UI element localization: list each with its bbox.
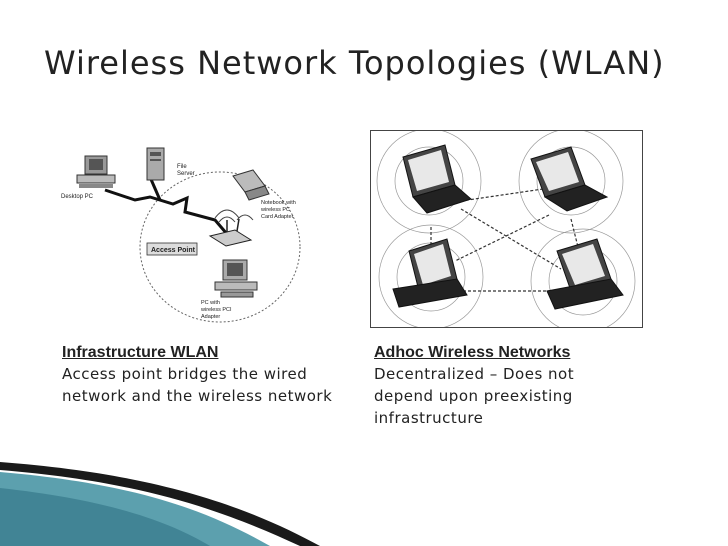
infrastructure-description: Access point bridges the wired network a… <box>62 365 333 405</box>
desktop-pc-icon <box>76 155 116 188</box>
wired-backbone <box>104 188 229 235</box>
adhoc-caption: Adhoc Wireless Networks Decentralized – … <box>374 344 614 429</box>
infrastructure-diagram-svg: Desktop PC File Server Notebook with wir… <box>61 147 301 323</box>
notebook-label-1: Notebook with <box>261 200 296 206</box>
infrastructure-wlan-diagram: Desktop PC File Server Notebook with wir… <box>55 142 305 327</box>
wireless-pc-label-1: PC with <box>201 300 220 306</box>
infrastructure-heading: Infrastructure WLAN <box>62 344 219 361</box>
laptop-icon-top-right <box>530 146 609 212</box>
wireless-pc-label-3: Adapter <box>201 314 220 320</box>
footer-teal-shade <box>0 488 210 546</box>
coverage-area <box>139 171 301 323</box>
adhoc-diagram-svg <box>376 128 636 334</box>
infrastructure-caption: Infrastructure WLAN Access point bridges… <box>62 344 352 407</box>
adhoc-description: Decentralized – Does not depend upon pre… <box>374 365 575 427</box>
laptop-icon-bottom-right <box>546 238 624 310</box>
slide-title: Wireless Network Topologies (WLAN) <box>44 44 665 82</box>
wireless-pc-icon <box>214 259 258 298</box>
adhoc-heading: Adhoc Wireless Networks <box>374 344 571 361</box>
wireless-pc-label-2: wireless PCI <box>200 307 232 313</box>
notebook-icon <box>232 169 270 201</box>
laptop-icon-bottom-left <box>392 238 468 308</box>
access-point-label-box <box>146 242 198 256</box>
footer-swoosh-decoration <box>0 460 360 546</box>
access-point-label: Access Point <box>151 247 196 254</box>
file-server-label-1: File <box>177 164 187 170</box>
access-point-icon <box>208 209 254 247</box>
laptop-icon-top-left <box>402 144 472 214</box>
adhoc-network-diagram <box>370 128 643 334</box>
server-link <box>148 176 162 201</box>
notebook-label-3: Card Adapter <box>261 214 294 220</box>
notebook-label-2: wireless PC <box>260 207 290 213</box>
file-server-label-2: Server <box>177 171 195 177</box>
desktop-pc-label: Desktop PC <box>61 194 94 200</box>
file-server-icon <box>146 147 165 181</box>
footer-dark-stroke <box>0 462 320 546</box>
